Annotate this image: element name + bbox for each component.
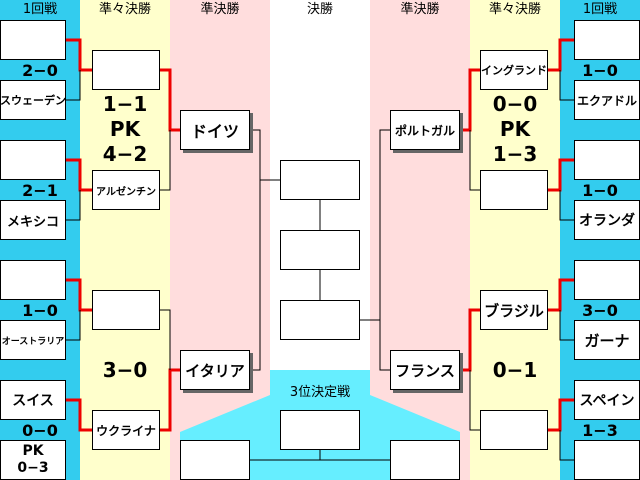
final-slot-top[interactable] <box>280 160 360 200</box>
winner-line <box>460 68 480 132</box>
r1-right-m2-score: 1−0 <box>582 181 618 200</box>
r1-left-m4-pk-score: 0−3 <box>17 460 49 476</box>
qf-left-m2-bottom-team[interactable]: ウクライナ <box>92 410 160 450</box>
winner-line <box>160 368 180 432</box>
qf-right-m1-pk-score: 1−3 <box>492 142 538 166</box>
qf-right-m1-score-value: 0−0 <box>492 92 538 116</box>
qf-left-m1-pk-score: 4−2 <box>102 142 148 166</box>
r1-right-m3-bottom-team[interactable]: ガーナ <box>574 320 640 360</box>
header-quarterfinal-left: 準々決勝 <box>98 2 151 17</box>
qf-left-m1-top-slot[interactable] <box>92 50 160 90</box>
bracket-line <box>559 310 574 341</box>
r1-right-m1-top-slot[interactable] <box>574 20 640 60</box>
bracket-line <box>160 309 171 370</box>
bracket-line <box>379 129 390 371</box>
r1-right-m2-top-slot[interactable] <box>574 140 640 180</box>
semifinal-right-column <box>370 0 470 480</box>
bracket-line <box>66 310 81 341</box>
header-final: 決勝 <box>306 2 333 17</box>
qf-left-m2-score: 3−0 <box>102 358 148 382</box>
header-round1-right: 1回戦 <box>582 2 618 17</box>
third-place-top-slot[interactable] <box>280 410 360 450</box>
winner-line <box>548 158 574 192</box>
qf-right-m2-top-team[interactable]: ブラジル <box>480 290 548 330</box>
winner-line <box>460 308 480 372</box>
bracket-line <box>160 130 171 191</box>
header-round1-left: 1回戦 <box>22 2 58 17</box>
winner-line <box>66 278 92 312</box>
r1-right-m4-bottom-slot[interactable] <box>574 440 640 480</box>
qf-right-m1-top-team[interactable]: イングランド <box>480 50 548 90</box>
qf-right-m1-pk-label: PK <box>499 117 531 141</box>
qf-right-m2-bottom-slot[interactable] <box>480 410 548 450</box>
third-place-left-slot[interactable] <box>180 440 250 480</box>
sf-right-team-1[interactable]: ポルトガル <box>390 110 460 150</box>
header-semifinal-right: 準決勝 <box>400 2 440 17</box>
bracket-line <box>559 190 574 221</box>
r1-right-m4-score: 1−3 <box>582 421 618 440</box>
qf-left-m1-bottom-team[interactable]: アルゼンチン <box>92 170 160 210</box>
r1-right-m3-score: 3−0 <box>582 301 618 320</box>
qf-left-m1-score: 1−1 PK 4−2 <box>80 92 170 167</box>
r1-left-m4-pk-label: PK <box>22 443 44 459</box>
third-place-label: 3位決定戦 <box>289 385 351 400</box>
bracket-line <box>559 70 574 101</box>
sf-right-team-2[interactable]: フランス <box>390 350 460 390</box>
r1-left-m3-bottom-team[interactable]: オーストラリア <box>0 320 66 360</box>
r1-left-m1-score: 2−0 <box>22 61 58 80</box>
sf-left-team-2[interactable]: イタリア <box>180 350 250 390</box>
r1-left-m3-top-slot[interactable] <box>0 260 66 300</box>
final-slot-bottom[interactable] <box>280 300 360 340</box>
r1-left-m4-bottom-slot: PK 0−3 <box>0 440 66 480</box>
bracket-line <box>250 129 261 371</box>
r1-right-m1-bottom-team[interactable]: エクアドル <box>574 80 640 120</box>
r1-left-m2-score: 2−1 <box>22 181 58 200</box>
r1-left-m4-top-team[interactable]: スイス <box>0 380 66 420</box>
winner-line <box>548 398 574 432</box>
semifinal-left-column <box>170 0 270 480</box>
sf-left-team-1[interactable]: ドイツ <box>180 110 250 150</box>
qf-left-m1-pk-label: PK <box>109 117 141 141</box>
qf-left-m1-score-value: 1−1 <box>102 92 148 116</box>
r1-left-m2-top-slot[interactable] <box>0 140 66 180</box>
r1-right-m4-top-team[interactable]: スペイン <box>574 380 640 420</box>
bracket-line <box>559 430 574 461</box>
r1-left-m1-top-slot[interactable] <box>0 20 66 60</box>
winner-line <box>548 278 574 312</box>
r1-right-m3-top-slot[interactable] <box>574 260 640 300</box>
r1-left-m3-score: 1−0 <box>22 301 58 320</box>
header-semifinal-left: 準決勝 <box>200 2 240 17</box>
r1-left-m4-score: 0−0 <box>22 421 58 440</box>
bracket-line <box>469 370 480 431</box>
qf-right-m1-bottom-slot[interactable] <box>480 170 548 210</box>
winner-line <box>66 38 92 72</box>
winner-line <box>66 398 92 432</box>
qf-right-m1-score: 0−0 PK 1−3 <box>470 92 560 167</box>
bracket-line <box>66 190 81 221</box>
winner-line <box>160 68 180 132</box>
bracket-line <box>469 130 480 191</box>
r1-left-m1-bottom-team[interactable]: スウェーデン <box>0 80 66 120</box>
winner-line <box>548 38 574 72</box>
qf-left-m2-top-slot[interactable] <box>92 290 160 330</box>
qf-right-m2-score: 0−1 <box>492 358 538 382</box>
final-slot-middle[interactable] <box>280 230 360 270</box>
r1-right-m2-bottom-team[interactable]: オランダ <box>574 200 640 240</box>
bracket-line <box>66 70 81 101</box>
winner-line <box>66 158 92 192</box>
r1-left-m2-bottom-team[interactable]: メキシコ <box>0 200 66 240</box>
third-place-right-slot[interactable] <box>390 440 460 480</box>
header-quarterfinal-right: 準々決勝 <box>488 2 541 17</box>
r1-right-m1-score: 1−0 <box>582 61 618 80</box>
